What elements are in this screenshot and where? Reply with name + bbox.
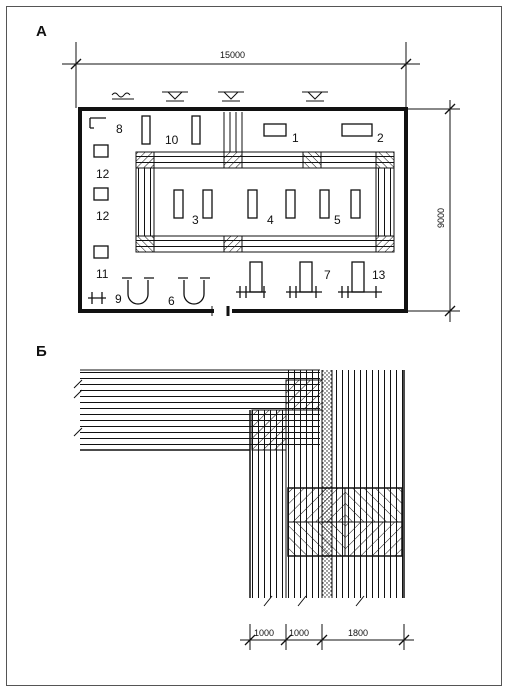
equipment-number: 9 <box>115 292 122 306</box>
plan-a <box>62 42 460 322</box>
equipment-number: 10 <box>165 133 179 147</box>
equipment-number: 12 <box>96 209 110 223</box>
detail-b-dim-2: 1000 <box>289 628 309 638</box>
equipment-number: 1 <box>292 131 299 145</box>
detail-b <box>73 369 414 650</box>
equipment-number: 2 <box>377 131 384 145</box>
equipment-number: 8 <box>116 122 123 136</box>
equipment-number: 11 <box>96 267 109 281</box>
equipment-number: 4 <box>267 213 274 227</box>
height-dimension-label: 9000 <box>436 208 446 228</box>
section-a-label: А <box>36 23 47 40</box>
equipment-number: 5 <box>334 213 341 227</box>
building-outline <box>78 107 408 313</box>
detail-b-dim-3: 1800 <box>348 628 368 638</box>
workstations-inner <box>173 189 361 219</box>
workstations-bottom <box>122 261 382 305</box>
workstations-top <box>141 115 373 145</box>
workstations-left <box>88 117 109 304</box>
detail-b-dim-1: 1000 <box>254 628 274 638</box>
dimension-width <box>62 42 420 108</box>
conveyor-loop <box>135 112 395 253</box>
level-marks <box>111 91 328 102</box>
equipment-number: 13 <box>372 268 386 282</box>
section-b-label: Б <box>36 343 47 360</box>
equipment-numbers: 1 2 3 4 5 6 7 8 9 10 11 12 12 13 <box>96 122 386 308</box>
detail-b-dimensions <box>240 624 414 650</box>
equipment-number: 12 <box>96 167 110 181</box>
equipment-number: 3 <box>192 213 199 227</box>
equipment-number: 6 <box>168 294 175 308</box>
dimension-height <box>402 100 460 322</box>
equipment-number: 7 <box>324 268 331 282</box>
width-dimension-label: 15000 <box>220 50 245 60</box>
